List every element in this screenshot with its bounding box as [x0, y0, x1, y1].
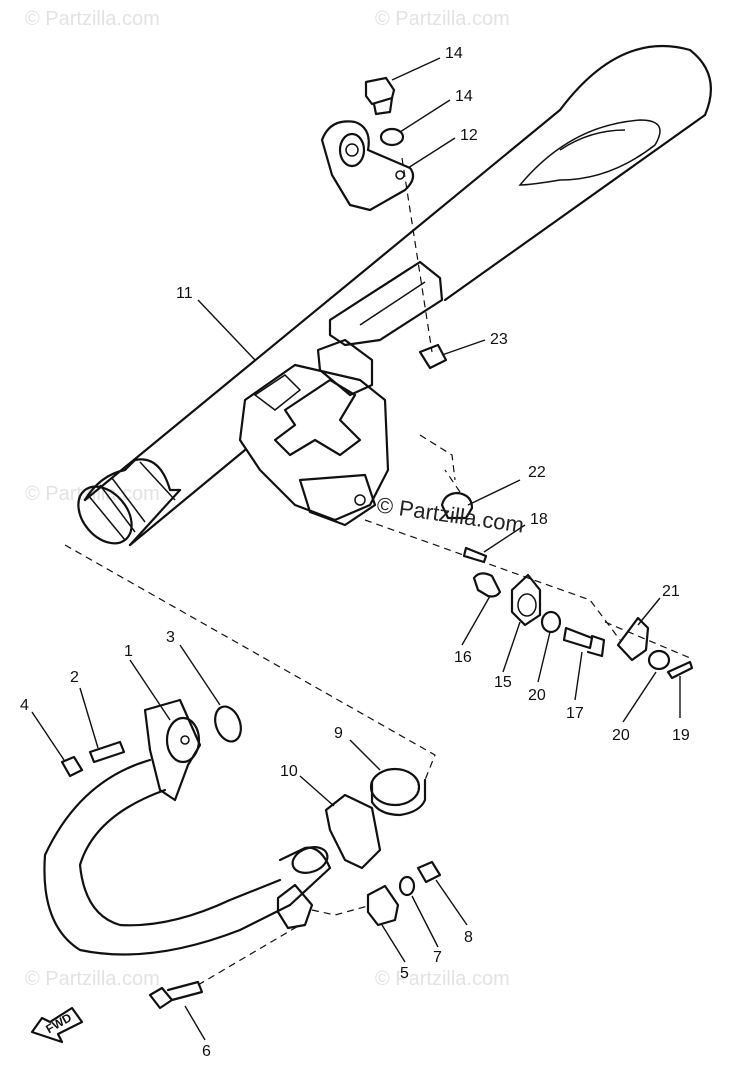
washer-20a: [540, 610, 562, 634]
clamp-10: [324, 793, 382, 870]
collar-16: [472, 572, 502, 598]
gasket-3: [214, 705, 242, 743]
damper-22: [440, 491, 474, 520]
pin-18: [462, 546, 488, 564]
watermark-bottom-left: © Partzilla.com: [25, 968, 160, 990]
cotter-pin-19: [666, 660, 694, 680]
bolt-13: [364, 76, 396, 116]
callout-16: 16: [454, 649, 472, 666]
fwd-label: FWD: [43, 1010, 74, 1036]
watermark-top-left: © Partzilla.com: [25, 8, 160, 30]
lock-plate-21: [616, 616, 650, 662]
fwd-arrow: FWD: [30, 1006, 84, 1044]
callout-12: 12: [460, 127, 478, 144]
callout-leaders: [31, 57, 681, 1041]
callout-20b: 20: [612, 727, 630, 744]
callout-15: 15: [494, 674, 512, 691]
callout-19: 19: [672, 727, 690, 744]
callout-9: 9: [334, 725, 343, 742]
assembly-lines: [64, 157, 691, 986]
callout-7: 7: [433, 949, 442, 966]
callout-23: 23: [490, 331, 508, 348]
muffler-mount-bracket: [316, 260, 444, 397]
upper-bracket: [320, 120, 415, 212]
bolt-17: [562, 626, 606, 658]
collar-5: [366, 884, 400, 927]
callout-1: 1: [124, 643, 133, 660]
callout-14: 14: [455, 88, 473, 105]
callout-6: 6: [202, 1043, 211, 1060]
callout-2: 2: [70, 669, 79, 686]
callout-numbers: 14 14 12 11 23 22 18 16 15 20 17 20 19 2…: [20, 45, 690, 1060]
callout-21: 21: [662, 583, 680, 600]
washer-14: [379, 127, 405, 147]
stud-bolt-2: [88, 740, 126, 764]
watermark-top-right: © Partzilla.com: [375, 8, 510, 30]
bolt-6: [148, 980, 204, 1010]
nut-8: [416, 860, 442, 884]
callout-10: 10: [280, 763, 298, 780]
callout-20a: 20: [528, 687, 546, 704]
washer-7: [398, 875, 416, 897]
muffler: [77, 44, 712, 547]
callout-22: 22: [528, 464, 546, 481]
nut-4: [60, 755, 84, 778]
callout-4: 4: [20, 697, 29, 714]
nut-23: [418, 343, 448, 370]
exhaust-pipe: [43, 698, 332, 956]
callout-3: 3: [166, 629, 175, 646]
callout-13: 14: [445, 45, 463, 62]
bracket-plate-15: [510, 573, 542, 627]
watermark-center: © Partzilla.com: [375, 492, 525, 537]
callout-17: 17: [566, 705, 584, 722]
callout-18: 18: [530, 511, 548, 528]
washer-20b: [647, 649, 671, 671]
watermark-bottom-right: © Partzilla.com: [375, 968, 510, 990]
callout-8: 8: [464, 929, 473, 946]
silencer-box: [238, 363, 390, 527]
callout-5: 5: [400, 965, 409, 982]
callout-11: 11: [176, 285, 193, 302]
sleeve-9: [369, 767, 427, 817]
